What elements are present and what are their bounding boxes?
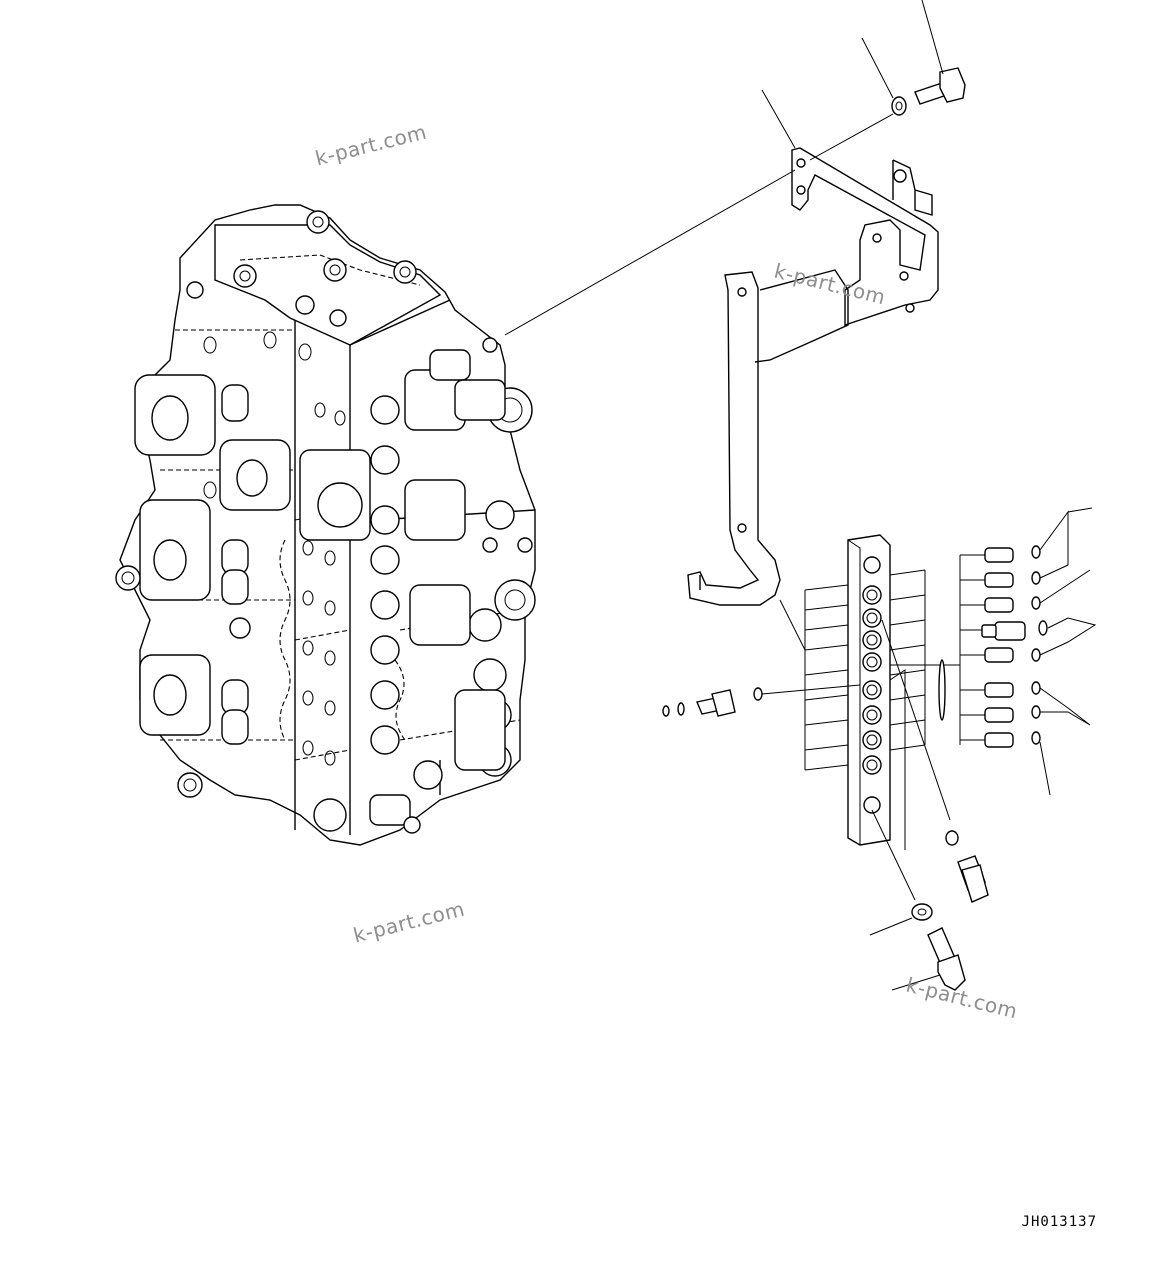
washer-icon [869, 903, 933, 936]
control-valve-assembly [115, 204, 536, 846]
washer-icon [938, 659, 959, 846]
washer-icon [809, 37, 907, 161]
leader-line [504, 169, 796, 336]
bracket-icon [687, 147, 939, 606]
manifold-block-icon [779, 534, 951, 901]
bolt-icon [891, 927, 966, 991]
pressure-switch-icon [957, 855, 989, 903]
pressure-switch-icon [662, 684, 861, 717]
drawing-code: JH013137 [1021, 1214, 1097, 1230]
bolt-icon [914, 0, 966, 105]
leader-line [761, 89, 796, 149]
connector-stack [938, 507, 1097, 796]
